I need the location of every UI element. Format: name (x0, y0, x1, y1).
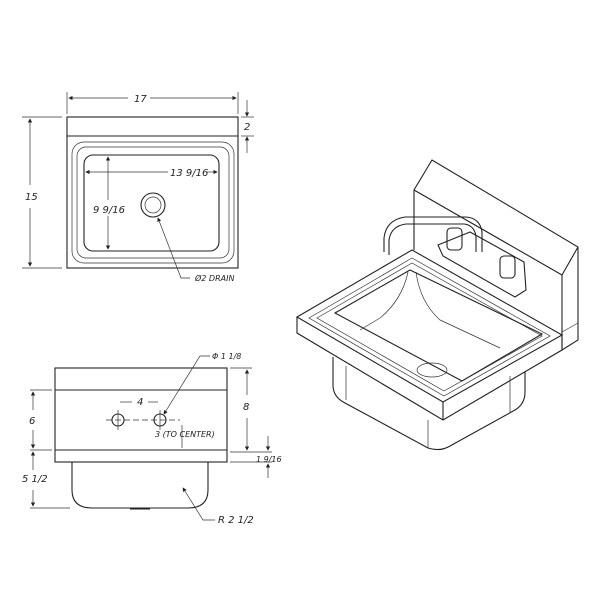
dim-width: 17 (134, 94, 147, 105)
faucet-handle-left (446, 227, 463, 251)
dim-hole-height: 3 (TO CENTER) (155, 430, 215, 439)
faucet-spout (383, 216, 483, 255)
front-outline (54, 367, 228, 463)
iso-bowl (332, 357, 526, 451)
dim-bowl-depth-front: 5 1/2 (22, 474, 48, 485)
isometric-view (295, 159, 579, 451)
bowl-profile (71, 462, 209, 509)
drain-inner (144, 196, 162, 214)
dim-height: 6 (29, 416, 35, 427)
dim-depth: 15 (25, 192, 38, 203)
basin-opening (333, 269, 544, 382)
bowl-outline (83, 154, 220, 252)
faucet-base (437, 231, 527, 298)
rim-outer (71, 141, 235, 264)
faucet-handle-right (499, 255, 516, 279)
backsplash (413, 159, 579, 351)
dim-hole-spacing: 4 (137, 397, 143, 408)
dim-splash-height: 8 (243, 402, 249, 413)
dim-rim: 1 9/16 (256, 455, 282, 464)
drain-label: Ø2 DRAIN (194, 273, 234, 283)
top-view: 17 15 2 13 9/16 9 9/16 Ø2 DRAIN (22, 92, 254, 283)
iso-drain (416, 362, 448, 378)
dim-radius: R 2 1/2 (218, 515, 254, 526)
rim-inner (76, 146, 230, 259)
dim-bowl-width: 13 9/16 (170, 168, 208, 179)
top-outline (66, 116, 239, 269)
dim-hole-dia: Φ 1 1/8 (212, 352, 241, 361)
dim-bowl-depth: 9 9/16 (93, 205, 125, 216)
front-view: 4 Φ 1 1/8 3 (TO CENTER) 6 5 1/2 8 1 9/16… (22, 352, 282, 526)
drain-outer (140, 192, 166, 218)
dim-splash: 2 (244, 122, 250, 133)
